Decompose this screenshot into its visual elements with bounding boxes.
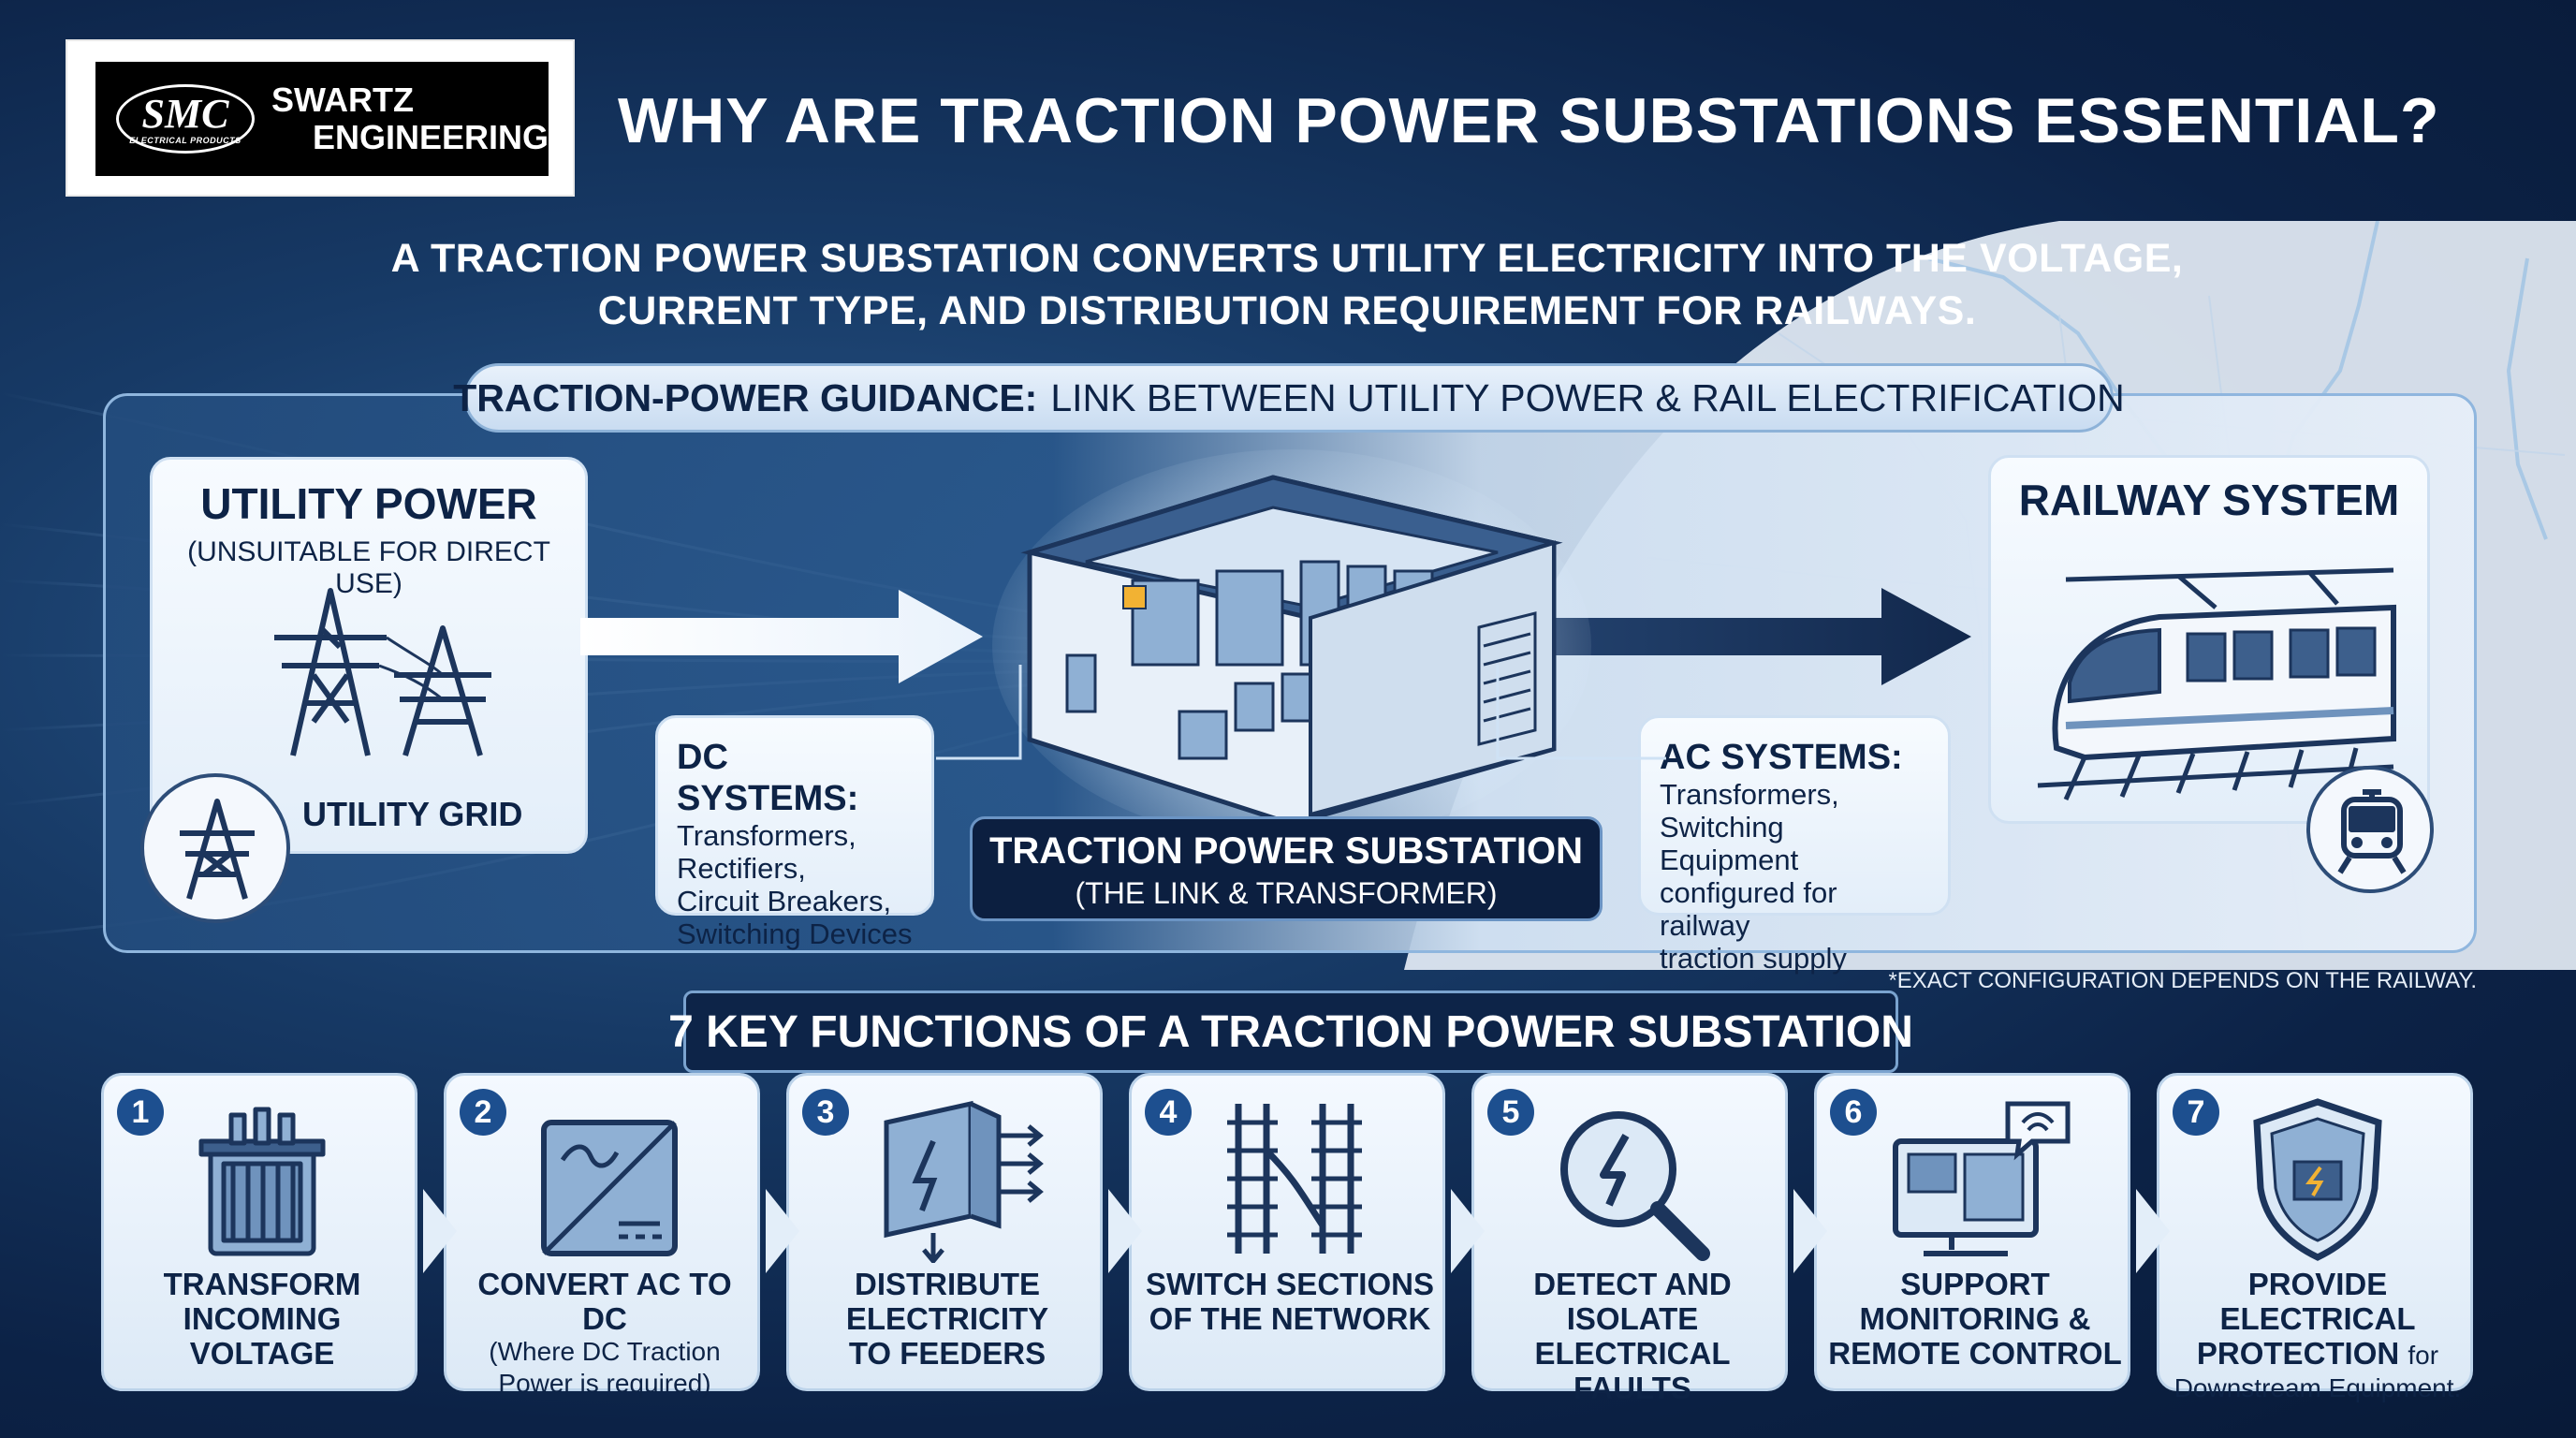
function-number: 1 — [117, 1089, 164, 1136]
ac-systems-line: configured for railway — [1660, 876, 1837, 942]
function-label: PROVIDE ELECTRICAL PROTECTION for Downst… — [2174, 1267, 2462, 1402]
chevron-right-icon — [1108, 1189, 1142, 1273]
function-label: TRANSFORM INCOMING VOLTAGE — [163, 1267, 361, 1371]
chevron-right-icon — [2136, 1189, 2170, 1273]
arrow-to-railway — [1535, 588, 1971, 685]
function-number: 5 — [1487, 1089, 1534, 1136]
dc-systems-item: Transformers, — [677, 819, 856, 852]
function-card-2: 2 CONVERT AC TO DC (Where DC Traction Po… — [444, 1073, 760, 1398]
function-number: 3 — [802, 1089, 849, 1136]
utility-grid-badge — [140, 773, 290, 923]
function-label: SUPPORT MONITORING & REMOTE CONTROL — [1828, 1267, 2122, 1371]
fault-detection-icon — [1560, 1111, 1710, 1261]
substation-building-illustration — [992, 449, 1591, 833]
substation-label: TRACTION POWER SUBSTATION (THE LINK & TR… — [970, 816, 1603, 921]
dc-systems-card: DC SYSTEMS: Transformers, Rectifiers, Ci… — [655, 715, 934, 950]
transmission-towers-icon — [274, 588, 491, 756]
function-number: 2 — [460, 1089, 506, 1136]
feeder-distribution-icon — [884, 1100, 1044, 1263]
function-number: 7 — [2173, 1089, 2219, 1136]
protection-shield-icon — [2253, 1098, 2382, 1261]
dc-systems-item: Switching Devices — [677, 917, 913, 950]
function-label: CONVERT AC TO DC (Where DC Traction Powe… — [477, 1267, 732, 1398]
function-card-4: 4 SWITCH SECTIONS OF THE NETWORK — [1129, 1073, 1445, 1391]
function-card-6: 6 SUPPORT MONITORING & REMOTE CONTROL — [1814, 1073, 2130, 1391]
electric-train-icon — [2037, 567, 2396, 801]
railway-system-title: RAILWAY SYSTEM — [2018, 476, 2400, 524]
chevron-right-icon — [423, 1189, 457, 1273]
company-name: SWARTZ ENGINEERING — [271, 81, 549, 156]
company-logo: SMC ELECTRICAL PRODUCTS SWARTZ ENGINEERI… — [66, 39, 575, 197]
dc-systems-heading: DC SYSTEMS: — [677, 738, 859, 818]
chevron-right-icon — [1451, 1189, 1485, 1273]
train-front-icon — [2337, 789, 2407, 874]
function-label: DETECT AND ISOLATE ELECTRICAL FAULTS — [1533, 1267, 1732, 1405]
dc-systems-item: Circuit Breakers, — [677, 885, 892, 917]
configuration-footnote: *EXACT CONFIGURATION DEPENDS ON THE RAIL… — [1888, 968, 2477, 993]
function-card-5: 5 DETECT AND ISOLATE ELECTRICAL FAULTS — [1471, 1073, 1788, 1405]
utility-grid-label: UTILITY GRID — [302, 795, 523, 833]
arrow-to-substation — [580, 590, 983, 683]
chevron-right-icon — [766, 1189, 799, 1273]
transformer-icon — [198, 1107, 326, 1256]
substation-title: TRACTION POWER SUBSTATION — [988, 830, 1584, 872]
ac-systems-line: traction supply — [1660, 942, 1847, 975]
dc-systems-item: Rectifiers, — [677, 852, 806, 885]
function-card-1: 1 TRANSFORM INCOMING VOLTAGE — [101, 1073, 417, 1391]
ac-systems-card: AC SYSTEMS: Transformers, Switching Equi… — [1638, 715, 1951, 975]
intro-statement: A TRACTION POWER SUBSTATION CONVERTS UTI… — [390, 236, 2184, 333]
function-card-7: 7 PROVIDE ELECTRICAL PROTECTION for Down… — [2157, 1073, 2473, 1402]
guidance-banner: TRACTION-POWER GUIDANCE:LINK BETWEEN UTI… — [453, 363, 2125, 433]
function-label: DISTRIBUTE ELECTRICITY TO FEEDERS — [845, 1267, 1049, 1371]
substation-subtitle: (THE LINK & TRANSFORMER) — [1075, 876, 1498, 910]
function-card-3: 3 DISTRIBUTE ELECTRICITY TO FEEDERS — [786, 1073, 1103, 1391]
function-number: 6 — [1830, 1089, 1877, 1136]
ac-systems-line: Switching Equipment — [1660, 811, 1799, 876]
remote-monitoring-icon — [1893, 1101, 2071, 1256]
railway-system-card: RAILWAY SYSTEM — [1988, 455, 2430, 824]
page-title: WHY ARE TRACTION POWER SUBSTATIONS ESSEN… — [618, 85, 2440, 156]
utility-power-subtitle: (UNSUITABLE FOR DIRECT USE) — [187, 536, 550, 599]
function-number: 4 — [1145, 1089, 1192, 1136]
utility-grid-tower-icon — [180, 799, 255, 900]
functions-section-title: 7 KEY FUNCTIONS OF A TRACTION POWER SUBS… — [668, 990, 1913, 1073]
utility-power-title: UTILITY POWER — [200, 479, 537, 528]
rail-switch-icon — [1227, 1104, 1362, 1254]
ac-systems-heading: AC SYSTEMS: — [1660, 738, 1903, 777]
ac-systems-line: Transformers, — [1660, 778, 1839, 811]
smc-logo-mark: SMC ELECTRICAL PRODUCTS — [116, 84, 255, 154]
ac-dc-converter-icon — [541, 1120, 678, 1256]
chevron-right-icon — [1793, 1189, 1827, 1273]
function-label: SWITCH SECTIONS OF THE NETWORK — [1145, 1267, 1434, 1336]
connector-lines — [936, 665, 1666, 760]
train-badge — [2306, 766, 2434, 893]
